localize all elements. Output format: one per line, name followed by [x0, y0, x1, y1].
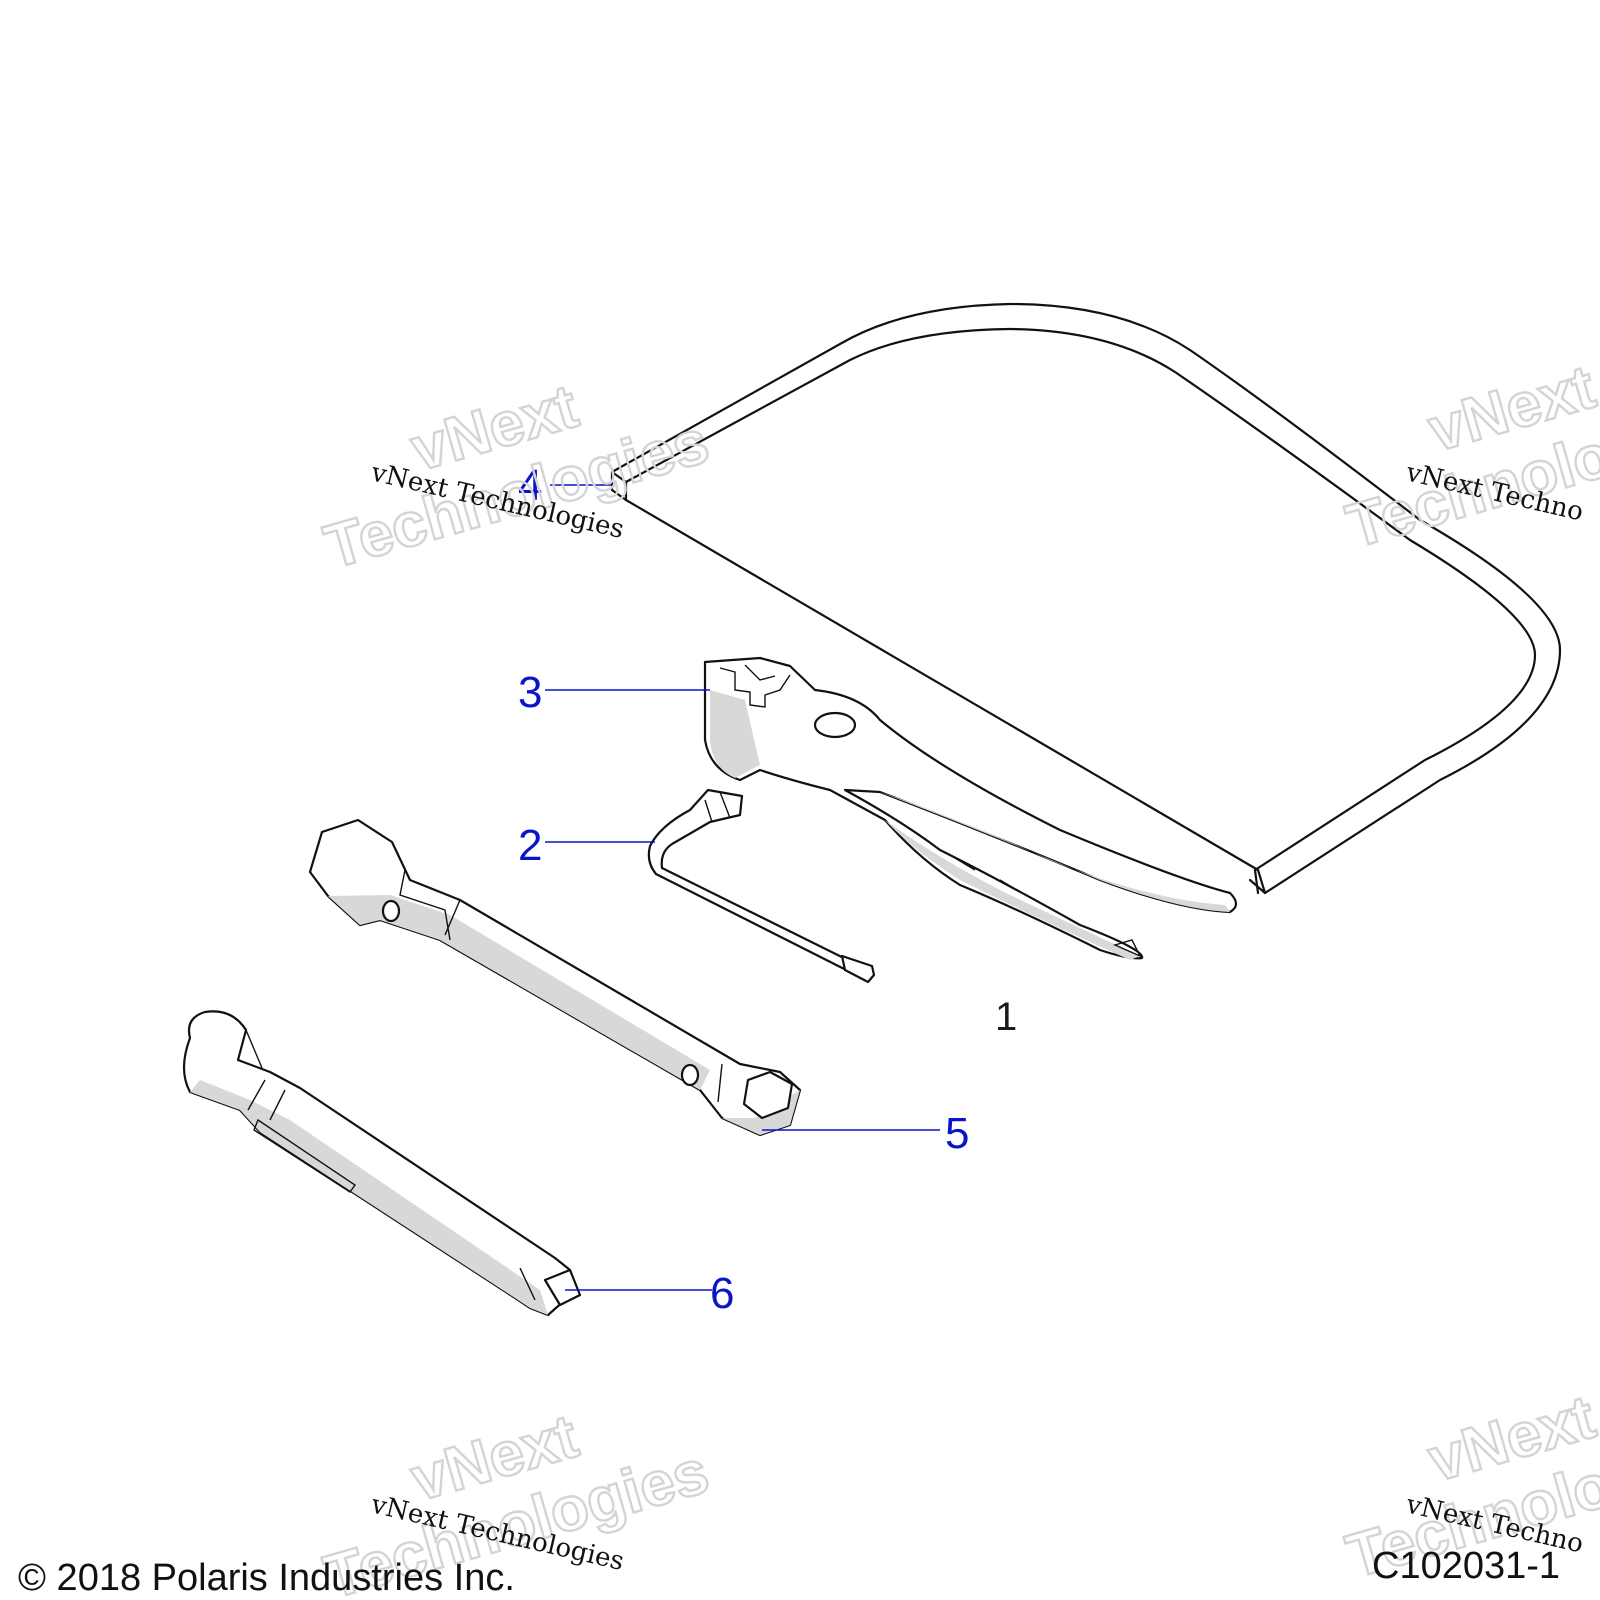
copyright-text: © 2018 Polaris Industries Inc.	[18, 1557, 515, 1599]
callout-4: 4	[518, 461, 542, 510]
spark-plug-socket-wrench	[308, 818, 802, 1137]
callout-2: 2	[518, 821, 542, 870]
extension-bar	[182, 1010, 582, 1317]
tool-pouch-frame	[610, 302, 1562, 895]
callout-3: 3	[518, 668, 542, 717]
figure-code: C102031-1	[1372, 1545, 1560, 1587]
callout-6: 6	[710, 1269, 734, 1318]
watermark-top-left: vNext Technologies	[316, 371, 717, 584]
callout-1: 1	[995, 995, 1017, 1039]
pliers	[703, 656, 1238, 960]
watermark-top-right: vNext Technolo	[1338, 351, 1600, 563]
callout-5: 5	[945, 1109, 969, 1158]
hex-key	[647, 788, 876, 984]
